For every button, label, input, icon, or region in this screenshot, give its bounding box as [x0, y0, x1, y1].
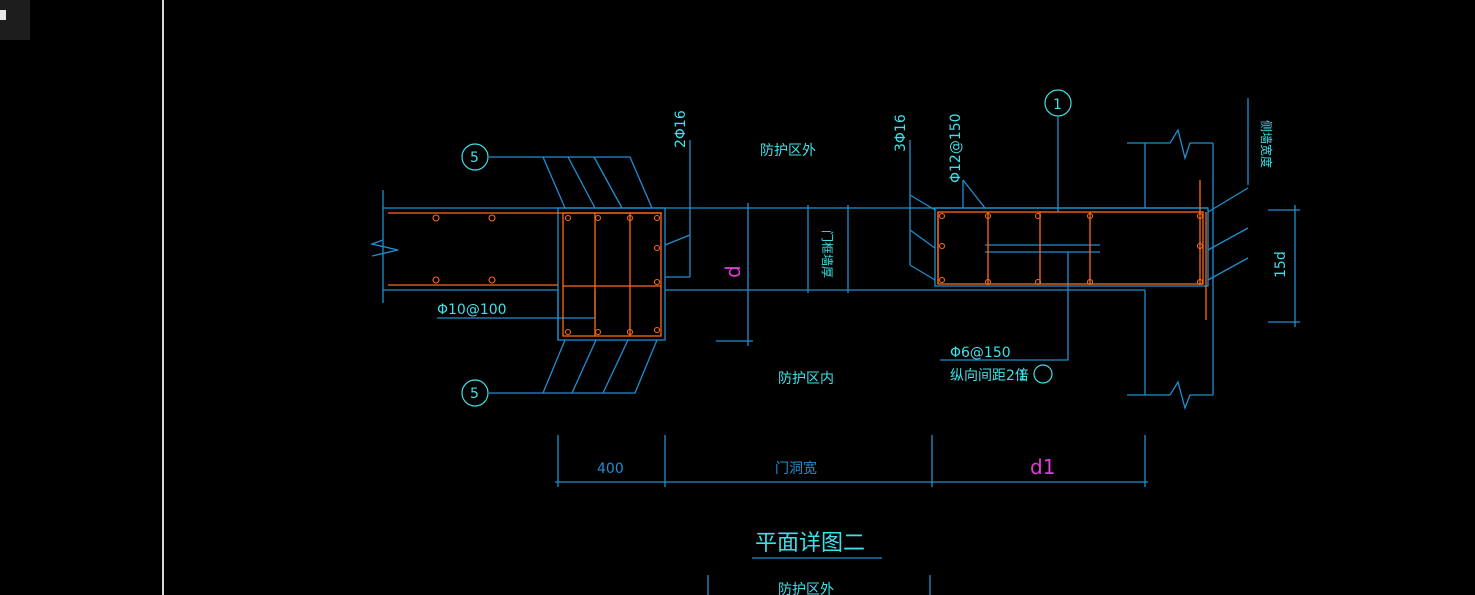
handle-grip-icon: [0, 10, 6, 20]
callout-5-top-text: 5: [470, 150, 479, 166]
callout-1-circle: [1044, 89, 1072, 117]
label-phi6: Φ6@150: [950, 345, 1011, 361]
label-note-spacing-num: 1: [1018, 368, 1027, 384]
callout-1-text: 1: [1053, 97, 1062, 113]
rebar-geometry: [388, 180, 1207, 337]
label-2phi16: 2Φ16: [673, 110, 689, 148]
left-panel: [0, 0, 163, 595]
dim-400: 400: [597, 461, 624, 477]
drawing-title: 平面详图二: [755, 531, 865, 556]
label-3phi16: 3Φ16: [893, 114, 909, 152]
label-note-spacing: 纵向间距2倍: [950, 368, 1029, 384]
callout-5-top-circle: [461, 143, 489, 171]
callout-5-bottom-circle: [461, 379, 489, 407]
callout-5-bottom-text: 5: [470, 386, 479, 402]
note-circle: [1033, 364, 1053, 384]
label-outside-bottom: 防护区外: [778, 582, 834, 595]
wall-geometry: [369, 98, 1300, 595]
rebar-points: [432, 212, 1204, 336]
label-side-wall: 侧墙宽度: [1259, 120, 1274, 168]
label-phi10: Φ10@100: [437, 302, 507, 318]
dim-d1: d1: [1030, 455, 1055, 479]
dim-door-width: 门洞宽: [775, 460, 817, 477]
label-door-frame: 门框墙厚: [820, 230, 835, 278]
label-inside: 防护区内: [778, 371, 834, 387]
panel-collapse-handle[interactable]: [0, 0, 30, 40]
label-15d: 15d: [1273, 251, 1289, 278]
dim-d: d: [721, 265, 745, 278]
panel-divider[interactable]: [162, 0, 164, 595]
label-phi12: Φ12@150: [948, 113, 964, 183]
label-outside-top: 防护区外: [760, 143, 816, 159]
callout-circles: [461, 89, 1072, 407]
